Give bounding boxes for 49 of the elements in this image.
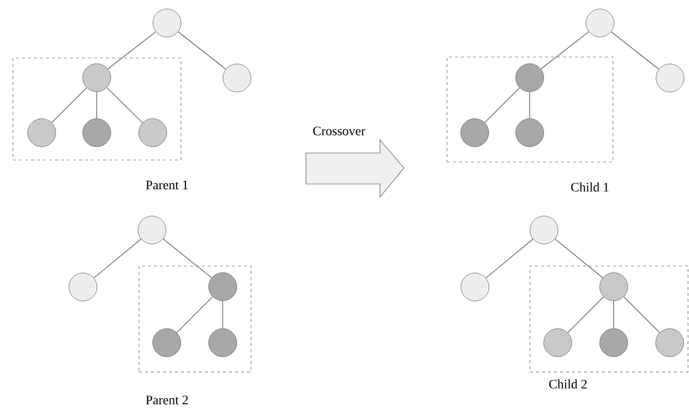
tree-node-circle [586, 8, 614, 38]
tree-node-circle [208, 272, 237, 301]
tree-branch [610, 31, 660, 70]
dashed-box [138, 266, 252, 372]
caption: Parent 2 [146, 396, 188, 404]
dashed-box [530, 266, 688, 372]
tree-node-circle [460, 118, 489, 147]
tree-branch [106, 87, 143, 124]
tree-node-circle [152, 328, 181, 357]
caption: Crossover [313, 126, 366, 136]
caption: Child 2 [549, 379, 587, 389]
tree-node-circle [138, 216, 166, 244]
dashed-box [12, 58, 182, 160]
tree-node-circle [655, 328, 684, 357]
tree-branch [540, 31, 590, 70]
tree-node-circle [138, 118, 167, 147]
tree-node-circle [599, 328, 628, 357]
tree-node-circle [82, 63, 111, 92]
tree-branch [94, 238, 142, 278]
tree-node-circle [208, 328, 237, 357]
tree-branch [554, 238, 603, 278]
tree-node-circle [222, 64, 252, 92]
tree-branch [613, 300, 614, 329]
tree-node-circle [530, 216, 558, 244]
tree-branch [529, 92, 530, 119]
tree-branch [178, 31, 226, 70]
tree-branch [162, 238, 212, 278]
tree-node-circle [599, 272, 628, 301]
tree-node-circle [515, 63, 544, 92]
tree-node-circle [27, 118, 56, 147]
tree-branch [51, 87, 87, 123]
tree-branch [108, 31, 156, 70]
tree-node-circle [543, 328, 572, 357]
tree-node-circle [152, 8, 182, 38]
dashed-box [446, 56, 614, 162]
tree-branch [96, 92, 98, 119]
caption: Parent 1 [146, 180, 188, 190]
tree-branch [623, 296, 660, 333]
tree-branch [176, 296, 213, 333]
tree-node-circle [82, 118, 111, 147]
caption: Child 1 [571, 182, 609, 192]
tree-node-circle [460, 272, 490, 302]
tree-branch [222, 300, 224, 329]
tree-node-circle [68, 272, 98, 302]
tree-node-circle [656, 64, 684, 92]
tree-branch [567, 296, 604, 333]
tree-node-circle [515, 118, 544, 147]
tree-branch [486, 238, 534, 278]
tree-branch [484, 87, 520, 123]
